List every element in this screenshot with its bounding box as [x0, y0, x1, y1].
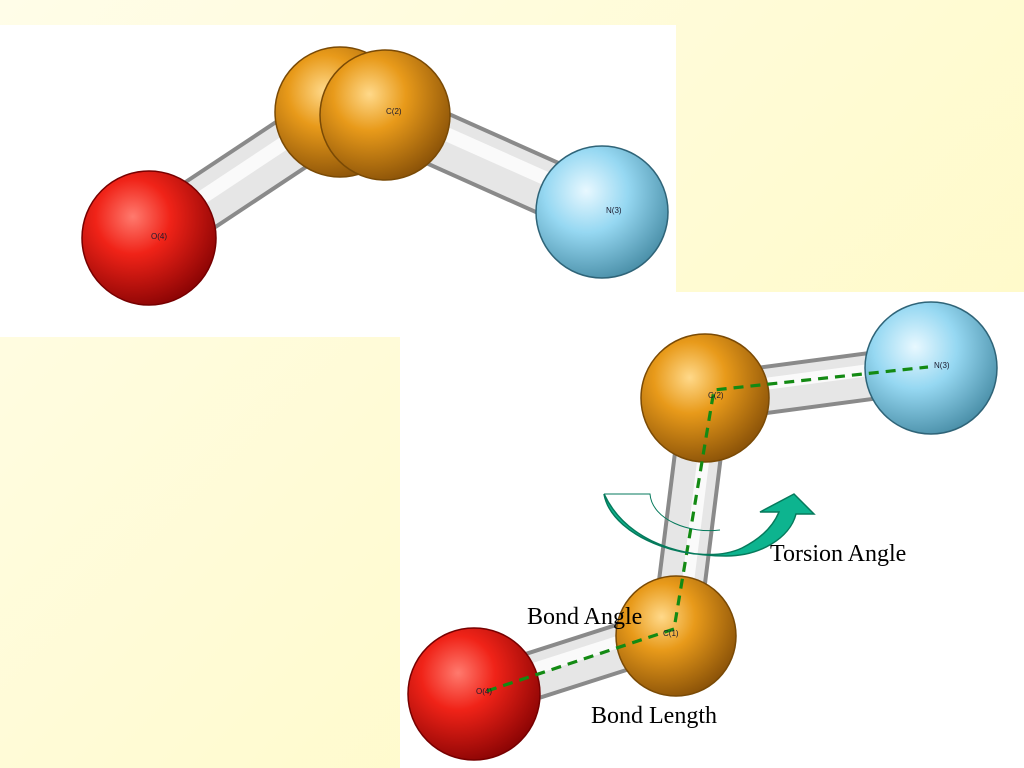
atom-o4-bottom — [407, 627, 541, 761]
molecule-top: O(4) C(2) N(3) — [81, 46, 669, 306]
label-n3-top: N(3) — [606, 206, 622, 215]
atom-n3-bottom — [864, 301, 998, 435]
label-c2-top: C(2) — [386, 107, 402, 116]
label-n3-bottom: N(3) — [934, 361, 950, 370]
label-o4-bottom: O(4) — [476, 687, 492, 696]
bond-angle-label: Bond Angle — [527, 604, 642, 630]
label-o4-top: O(4) — [151, 232, 167, 241]
label-c1-bottom: C(1) — [663, 629, 679, 638]
atom-c2-bottom — [640, 333, 770, 463]
atom-c1-bottom — [615, 575, 737, 697]
atom-c2-top — [319, 49, 451, 181]
atom-o4-top — [81, 170, 217, 306]
atom-n3-top — [535, 145, 669, 279]
torsion-rotation-arrow-icon — [603, 493, 816, 557]
label-c2-bottom: C(2) — [708, 391, 724, 400]
torsion-angle-label: Torsion Angle — [770, 541, 906, 567]
dashed-bond-path — [486, 365, 929, 693]
bond-length-label: Bond Length — [591, 703, 717, 729]
molecule-bottom: C(2) N(3) C(1) O(4) Torsion Angle Bond A… — [407, 301, 998, 761]
